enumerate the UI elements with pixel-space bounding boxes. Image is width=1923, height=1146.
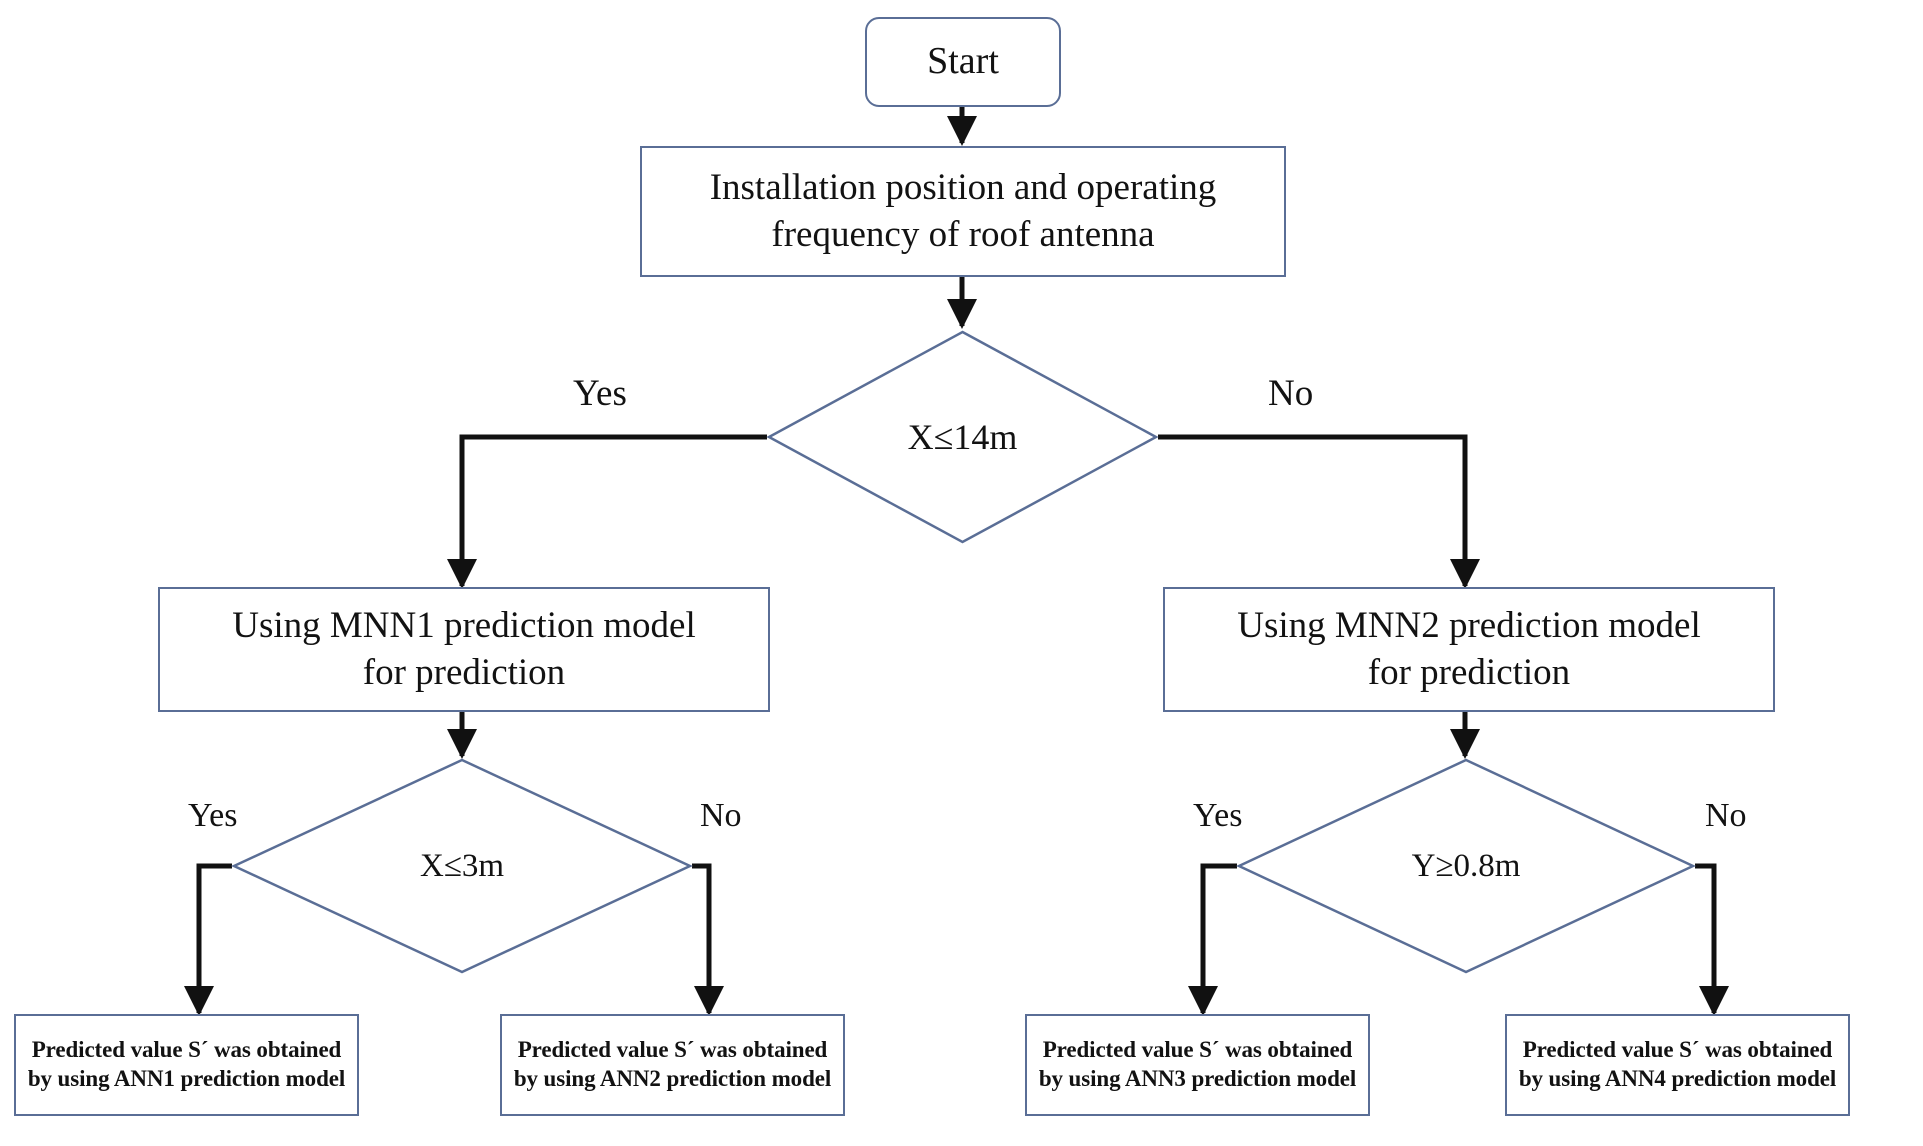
edge-label-left-no: No [700,797,742,834]
node-ann2-line1: Predicted value S´ was obtained [517,1037,828,1063]
edge-left-yes-to-ann1 [184,863,232,1016]
node-input[interactable]: Installation position and operating freq… [640,146,1286,277]
node-ann2[interactable]: Predicted value S´ was obtained by using… [500,1014,845,1116]
edge-label-right-no: No [1705,797,1747,834]
node-ann4[interactable]: Predicted value S´ was obtained by using… [1505,1014,1850,1116]
node-start[interactable]: Start [865,17,1061,107]
node-ann3-line1: Predicted value S´ was obtained [1042,1037,1353,1063]
node-decision-main[interactable]: X≤14m [766,330,1159,544]
node-decision-right[interactable]: Y≥0.8m [1236,758,1696,974]
node-mnn2-line1: Using MNN2 prediction model [1237,605,1701,647]
node-input-line1: Installation position and operating [709,167,1217,209]
edge-right-yes-to-ann3 [1188,863,1237,1016]
node-ann4-line1: Predicted value S´ was obtained [1522,1037,1833,1063]
node-mnn1[interactable]: Using MNN1 prediction model for predicti… [158,587,770,712]
node-ann1[interactable]: Predicted value S´ was obtained by using… [14,1014,359,1116]
node-ann4-line2: by using ANN4 prediction model [1518,1066,1837,1091]
node-mnn1-line1: Using MNN1 prediction model [232,605,696,647]
node-decision-left[interactable]: X≤3m [231,758,693,974]
node-mnn1-line2: for prediction [362,651,566,693]
edge-right-no-to-ann4 [1695,863,1729,1016]
node-start-label: Start [927,40,999,83]
edge-label-left-yes: Yes [188,797,238,834]
node-ann1-line1: Predicted value S´ was obtained [31,1037,342,1063]
edge-label-main-no: No [1268,373,1314,414]
node-mnn2[interactable]: Using MNN2 prediction model for predicti… [1163,587,1775,712]
decision-left-shape [231,758,693,974]
edge-left-no-to-ann2 [692,863,724,1016]
node-ann3-line2: by using ANN3 prediction model [1038,1066,1357,1091]
edge-main-yes-to-mnn1 [447,434,767,589]
node-ann2-line2: by using ANN2 prediction model [513,1066,832,1091]
node-ann1-line2: by using ANN1 prediction model [27,1066,346,1091]
edge-label-right-yes: Yes [1193,797,1243,834]
decision-right-shape [1236,758,1696,974]
node-ann3[interactable]: Predicted value S´ was obtained by using… [1025,1014,1370,1116]
node-input-line2: frequency of roof antenna [771,213,1155,255]
decision-main-shape [766,330,1159,544]
edge-label-main-yes: Yes [573,373,627,414]
edge-main-no-to-mnn2 [1158,434,1480,589]
node-mnn2-line2: for prediction [1367,651,1571,693]
